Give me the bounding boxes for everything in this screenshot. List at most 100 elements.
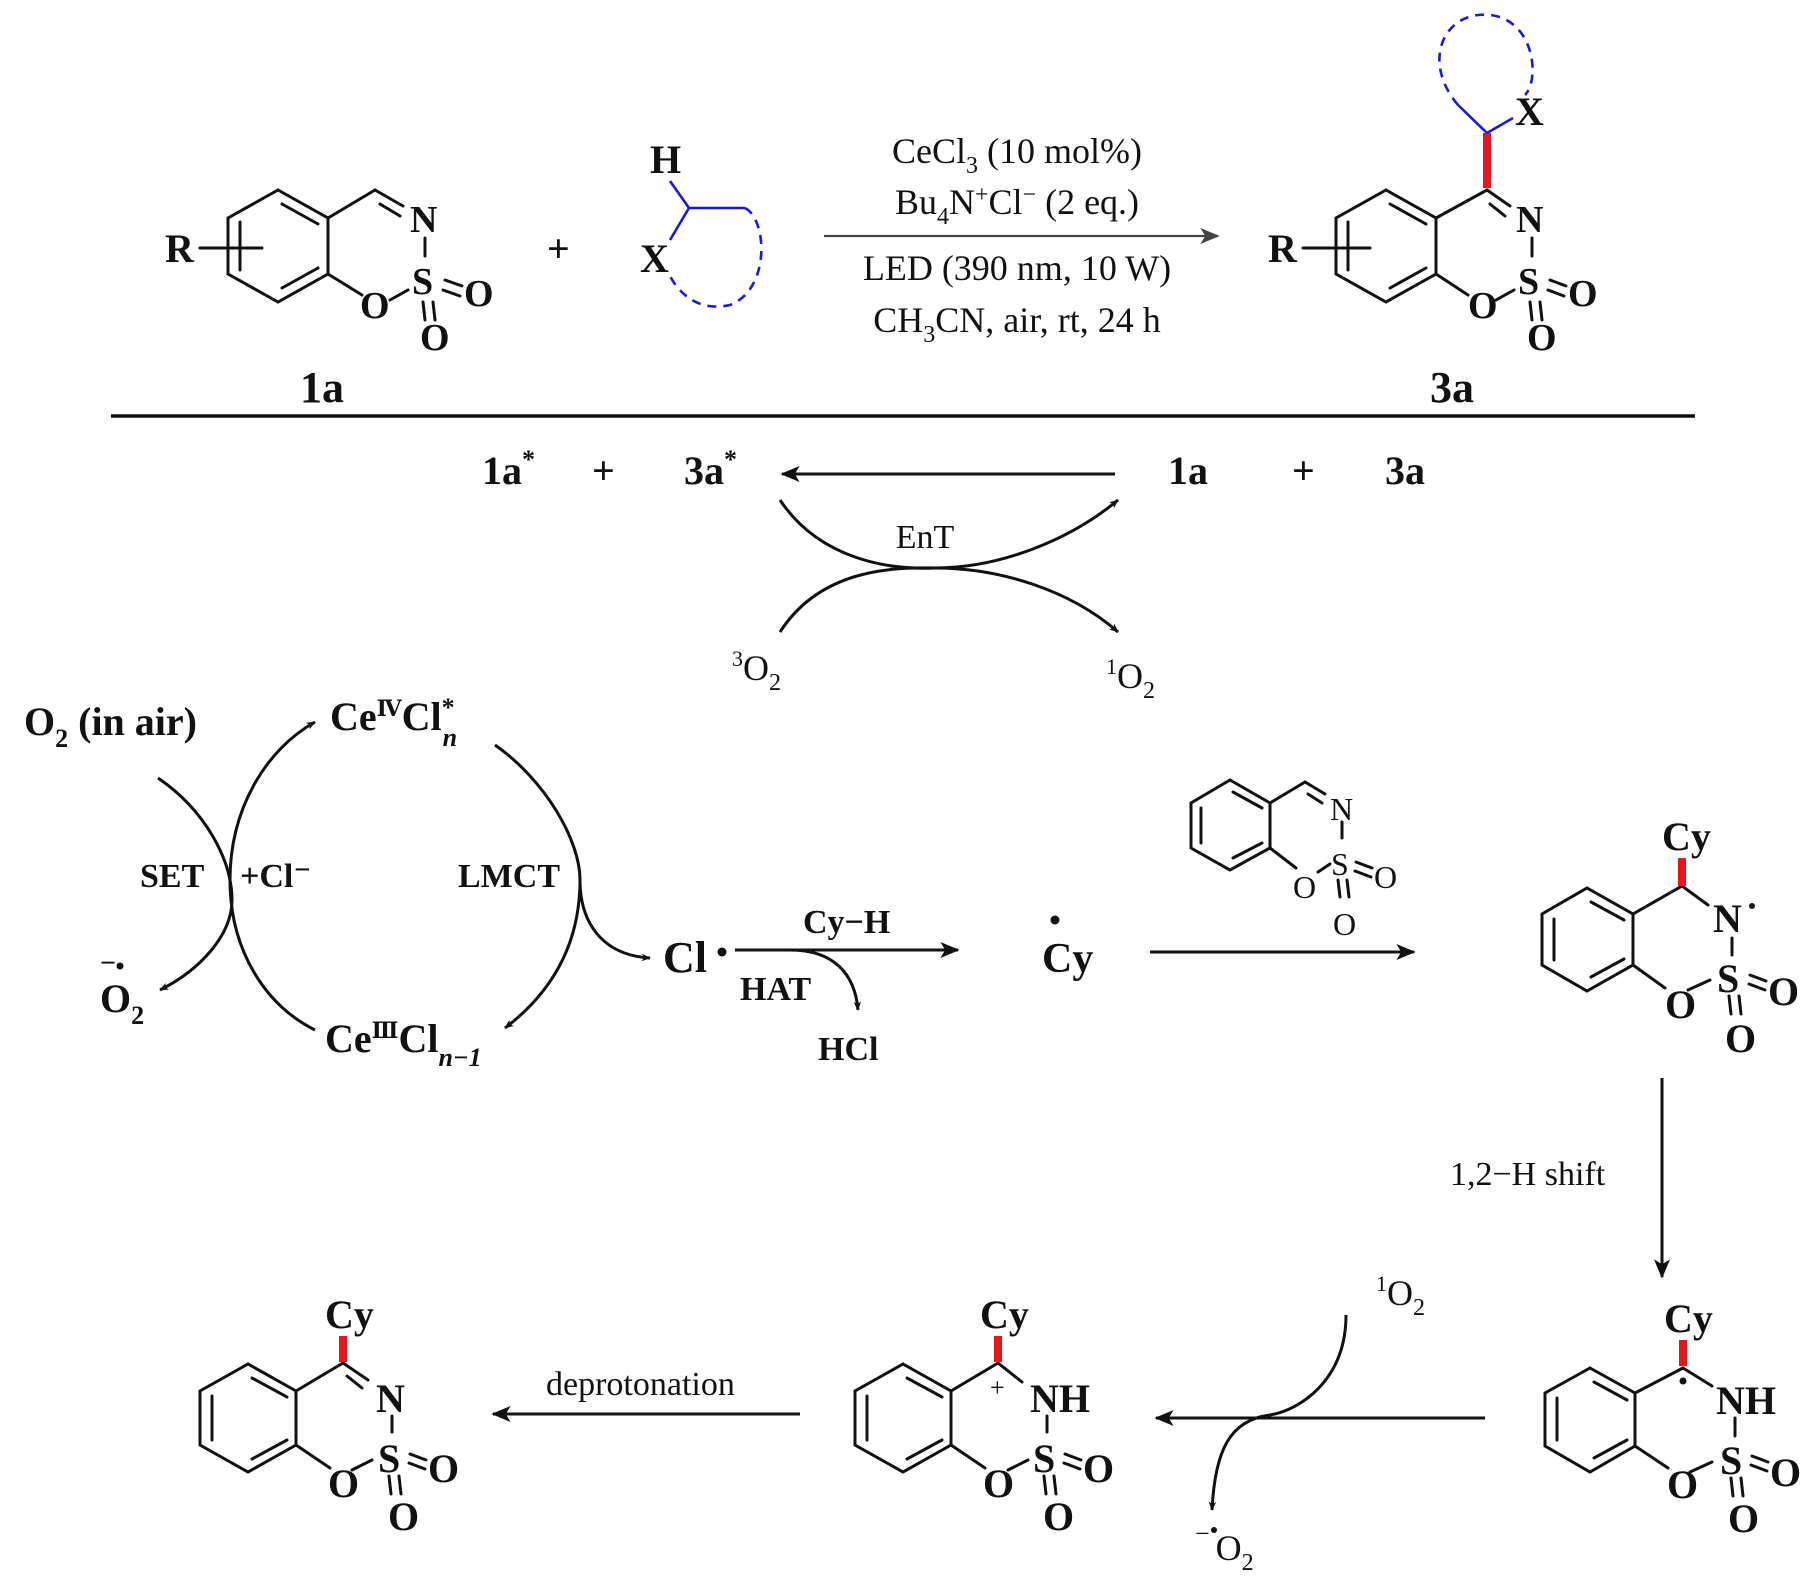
atom-nh: NH — [1716, 1378, 1776, 1423]
plus-sign: + — [592, 448, 615, 493]
triplet-oxygen: 3O2 — [732, 646, 781, 696]
atom-o-ring: O — [1665, 982, 1696, 1027]
condition-light: LED (390 nm, 10 W) — [863, 248, 1171, 288]
atom-o-ring: O — [360, 285, 390, 327]
reactant-1a: R N S O O O 1a — [165, 188, 494, 412]
singlet-oxygen: 1O2 — [1376, 1271, 1425, 1321]
electron-transfer-curve — [1208, 1314, 1348, 1511]
radical-dot — [116, 962, 124, 970]
atom-s: S — [1033, 1436, 1055, 1481]
atom-o-1: O — [1083, 1446, 1114, 1491]
atom-o-ring: O — [983, 1461, 1014, 1506]
h-shift-label: 1,2−H shift — [1450, 1156, 1606, 1193]
radical-dot — [1749, 903, 1755, 909]
hat-step: Cl Cy−H HAT HCl Cy — [663, 904, 1093, 1068]
atom-o-2: O — [1728, 1496, 1759, 1541]
positive-charge: + — [990, 1373, 1005, 1402]
atom-o-2: O — [1333, 906, 1356, 942]
cerium-iv-species: CeⅣCl*n — [330, 693, 457, 752]
radical-dot — [1679, 1377, 1687, 1385]
atom-s: S — [1717, 956, 1739, 1001]
compound-label-3a: 3a — [1430, 363, 1474, 412]
substituent-r: R — [165, 226, 195, 271]
excited-1a: 1a* — [482, 445, 535, 493]
atom-n: N — [1330, 791, 1353, 827]
atom-s: S — [1518, 261, 1539, 303]
atom-n: N — [410, 199, 437, 241]
atom-o-2: O — [1527, 317, 1557, 359]
atom-o-1: O — [1568, 273, 1598, 315]
plus-sign: + — [1292, 448, 1315, 493]
hcl-product: HCl — [818, 1031, 878, 1068]
cy-group: Cy — [325, 1292, 374, 1337]
atom-o-ring: O — [1468, 285, 1498, 327]
c-radical-intermediate: Cy NH S O O O — [1543, 1296, 1801, 1541]
cy-group: Cy — [980, 1292, 1029, 1337]
n-radical-intermediate: Cy N S O O O — [1540, 814, 1799, 1061]
cerium-cycle: O2 (in air) CeⅣCl*n CeⅢCln−1 O2 − SET +C… — [24, 693, 651, 1072]
atom-n: N — [1516, 199, 1543, 241]
cyclohexyl-radical: Cy — [1042, 936, 1093, 982]
cerium-iii-species: CeⅢCln−1 — [325, 1016, 482, 1072]
reoxidation-arrow — [228, 720, 316, 1032]
oxygen-in-air: O2 (in air) — [24, 699, 197, 753]
hat-reagent: Cy−H — [803, 904, 890, 941]
atom-o-1: O — [1768, 969, 1799, 1014]
compound-label-1a: 1a — [300, 363, 344, 412]
ground-3a: 3a — [1385, 448, 1425, 493]
atom-o-1: O — [464, 273, 494, 315]
deprotonation-label: deprotonation — [546, 1366, 735, 1403]
ent-lower-curve — [778, 566, 1119, 634]
atom-n: N — [1713, 896, 1742, 941]
hcl-release-arrow — [789, 948, 862, 1011]
cy-group: Cy — [1662, 814, 1711, 859]
atom-s: S — [412, 261, 433, 303]
atom-s: S — [1331, 846, 1349, 882]
final-product: Cy N S O O O — [198, 1292, 459, 1539]
atom-x: X — [1515, 89, 1544, 134]
atom-o-1: O — [1374, 859, 1397, 895]
cation-intermediate: Cy + NH S O O O — [853, 1292, 1114, 1539]
oxidation-step: 1O2 −O2 — [1154, 1271, 1485, 1576]
reactant-c-h-partner: H X — [640, 137, 763, 308]
atom-s: S — [1720, 1438, 1742, 1483]
atom-x: X — [640, 236, 669, 281]
atom-o-2: O — [420, 317, 450, 359]
lmct-label: LMCT — [458, 858, 560, 895]
condition-catalyst: CeCl3 (10 mol%) — [892, 131, 1142, 179]
radical-dot — [1050, 915, 1060, 925]
radical-dot — [717, 947, 727, 957]
condition-solvent: CH3CN, air, rt, 24 h — [873, 300, 1161, 348]
atom-nh: NH — [1030, 1376, 1090, 1421]
atom-o-2: O — [388, 1494, 419, 1539]
energy-transfer-cycle: 1a* + 3a* 1a + 3a EnT 3O2 1O2 — [482, 445, 1425, 704]
ground-1a: 1a — [1168, 448, 1208, 493]
superoxide-charge: − — [100, 948, 116, 979]
atom-o-1: O — [428, 1446, 459, 1491]
chloride-addition-label: +Cl⁻ — [240, 858, 311, 895]
ent-label: EnT — [896, 519, 955, 556]
cl-release-arrow — [578, 879, 651, 962]
product-3a: R X N S O O O 3a — [1268, 13, 1598, 412]
atom-o-2: O — [1725, 1016, 1756, 1061]
hat-label: HAT — [740, 971, 811, 1008]
singlet-oxygen: 1O2 — [1106, 654, 1155, 704]
atom-h: H — [650, 137, 681, 182]
excited-3a: 3a* — [684, 445, 737, 493]
cy-group: Cy — [1664, 1296, 1713, 1341]
superoxide: O2 — [100, 976, 144, 1030]
atom-o-ring: O — [1667, 1462, 1698, 1507]
atom-n: N — [376, 1376, 405, 1421]
radical-dot — [1211, 1527, 1217, 1533]
atom-o-ring: O — [328, 1461, 359, 1506]
set-label: SET — [140, 858, 205, 895]
reaction-conditions: CeCl3 (10 mol%) Bu4N+Cl− (2 eq.) LED (39… — [863, 131, 1171, 348]
plus-sign: + — [547, 226, 570, 271]
substituent-r: R — [1268, 226, 1298, 271]
atom-o-2: O — [1043, 1494, 1074, 1539]
substrate-on-arrow: N S O O O — [1189, 778, 1397, 942]
condition-additive: Bu4N+Cl− (2 eq.) — [895, 182, 1139, 230]
chlorine-radical: Cl — [663, 933, 707, 982]
atom-o-1: O — [1770, 1450, 1801, 1495]
